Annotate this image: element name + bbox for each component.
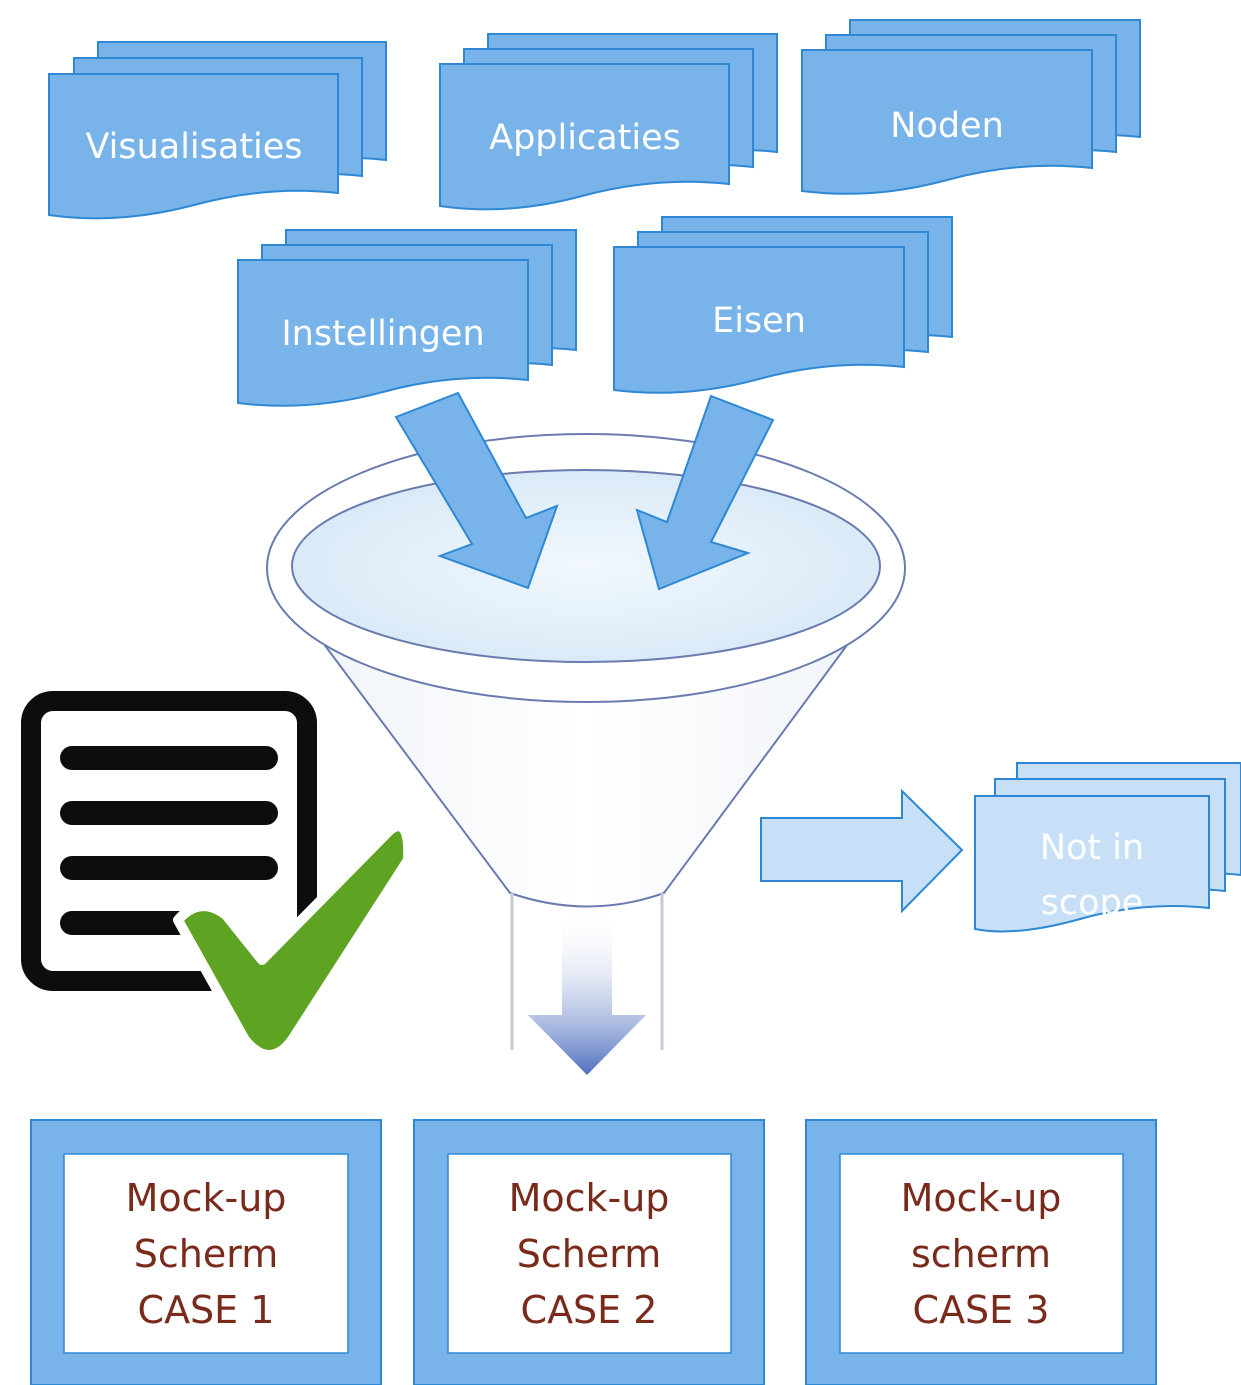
doc-stack-visualisaties: Visualisaties xyxy=(48,41,387,220)
checkmark-icon xyxy=(173,821,414,1060)
arrow-into-funnel-left-icon xyxy=(394,391,559,590)
funnel-icon xyxy=(266,433,906,1050)
doc-stack-instellingen: Instellingen xyxy=(237,229,577,407)
output-box-case-1: Mock-up Scherm CASE 1 xyxy=(30,1119,382,1385)
output-box-case-2: Mock-up Scherm CASE 2 xyxy=(413,1119,765,1385)
doc-label-noden: Noden xyxy=(890,106,1004,146)
box-label-case-3-line3: CASE 3 xyxy=(913,1288,1050,1332)
doc-label-not-in-scope-line2: scope xyxy=(1041,883,1144,923)
doc-label-instellingen: Instellingen xyxy=(281,314,484,354)
arrow-down-icon xyxy=(528,910,646,1075)
doc-stack-eisen: Eisen xyxy=(613,216,953,394)
arrow-into-funnel-right-icon xyxy=(635,394,775,591)
doc-stack-noden: Noden xyxy=(801,19,1141,195)
box-label-case-3-line1: Mock-up xyxy=(901,1176,1062,1220)
doc-label-visualisaties: Visualisaties xyxy=(85,127,302,167)
arrow-right-icon xyxy=(760,788,964,914)
box-label-case-3-line2: scherm xyxy=(911,1232,1051,1276)
doc-label-not-in-scope-line1: Not in xyxy=(1040,828,1144,868)
box-label-case-1-line3: CASE 1 xyxy=(138,1288,275,1332)
doc-stack-not-in-scope: Not in scope xyxy=(974,762,1241,933)
checklist-document-icon xyxy=(19,689,319,993)
box-label-case-1-line2: Scherm xyxy=(134,1232,278,1276)
doc-stack-applicaties: Applicaties xyxy=(439,33,778,211)
box-label-case-2-line2: Scherm xyxy=(517,1232,661,1276)
box-label-case-1-line1: Mock-up xyxy=(126,1176,287,1220)
doc-label-eisen: Eisen xyxy=(712,301,806,341)
box-label-case-2-line3: CASE 2 xyxy=(521,1288,658,1332)
output-box-case-3: Mock-up scherm CASE 3 xyxy=(805,1119,1157,1385)
box-label-case-2-line1: Mock-up xyxy=(509,1176,670,1220)
doc-label-applicaties: Applicaties xyxy=(489,118,681,158)
